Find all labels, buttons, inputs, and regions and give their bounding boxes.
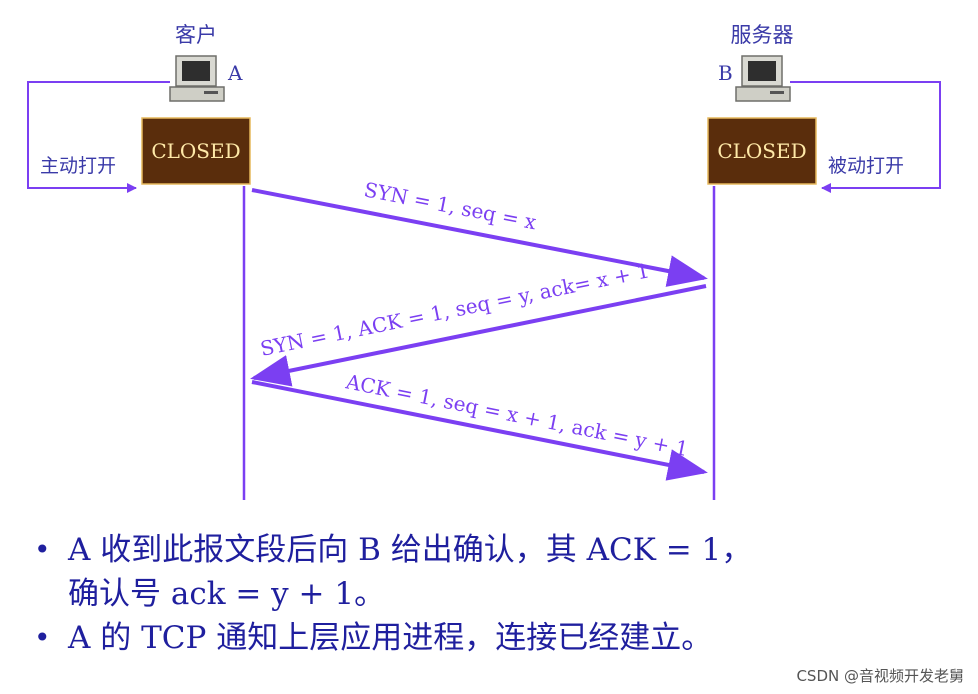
ack-label: ACK = 1, seq = x + 1, ack = y + 1: [343, 369, 690, 461]
bullet-text: A 收到此报文段后向 B 给出确认，其 ACK = 1，: [68, 532, 753, 568]
syn-label: SYN = 1, seq = x: [362, 177, 539, 234]
server-host-letter: B: [718, 61, 733, 85]
server-computer-icon: [735, 55, 791, 102]
client-open-label: 主动打开: [40, 155, 116, 177]
bullet-text: A 的 TCP 通知上层应用进程，连接已经建立。: [68, 620, 713, 656]
bullet-dot: •: [34, 533, 51, 566]
ack-arrow: [251, 380, 708, 481]
server-open-label: 被动打开: [828, 155, 904, 177]
server-label: 服务器: [731, 23, 794, 47]
bullet-dot: •: [34, 621, 51, 654]
bullet-item: • A 的 TCP 通知上层应用进程，连接已经建立。: [28, 616, 958, 660]
server-open-loop: [790, 81, 941, 193]
server-state-box: [707, 117, 817, 185]
client-computer-icon: [169, 55, 225, 102]
bullet-item: • A 收到此报文段后向 B 给出确认，其 ACK = 1，: [28, 528, 958, 572]
client-open-loop: [27, 81, 170, 193]
watermark: CSDN @音视频开发老舅: [796, 667, 964, 685]
bullet-continuation: 确认号 ack = y + 1。: [68, 576, 386, 612]
syn-ack-arrow: [250, 284, 707, 387]
client-host-letter: A: [227, 61, 243, 85]
syn-arrow: [251, 188, 708, 287]
client-label: 客户: [175, 23, 217, 47]
handshake-diagram: 客户 服务器 A B CLOSED CLOSED 主动打开 被动打开 SYN =…: [27, 23, 941, 500]
client-state-box: [141, 117, 251, 185]
client-state-text: CLOSED: [151, 139, 240, 163]
server-state-text: CLOSED: [717, 139, 806, 163]
explanation-bullets: • A 收到此报文段后向 B 给出确认，其 ACK = 1， 确认号 ack =…: [28, 528, 958, 660]
